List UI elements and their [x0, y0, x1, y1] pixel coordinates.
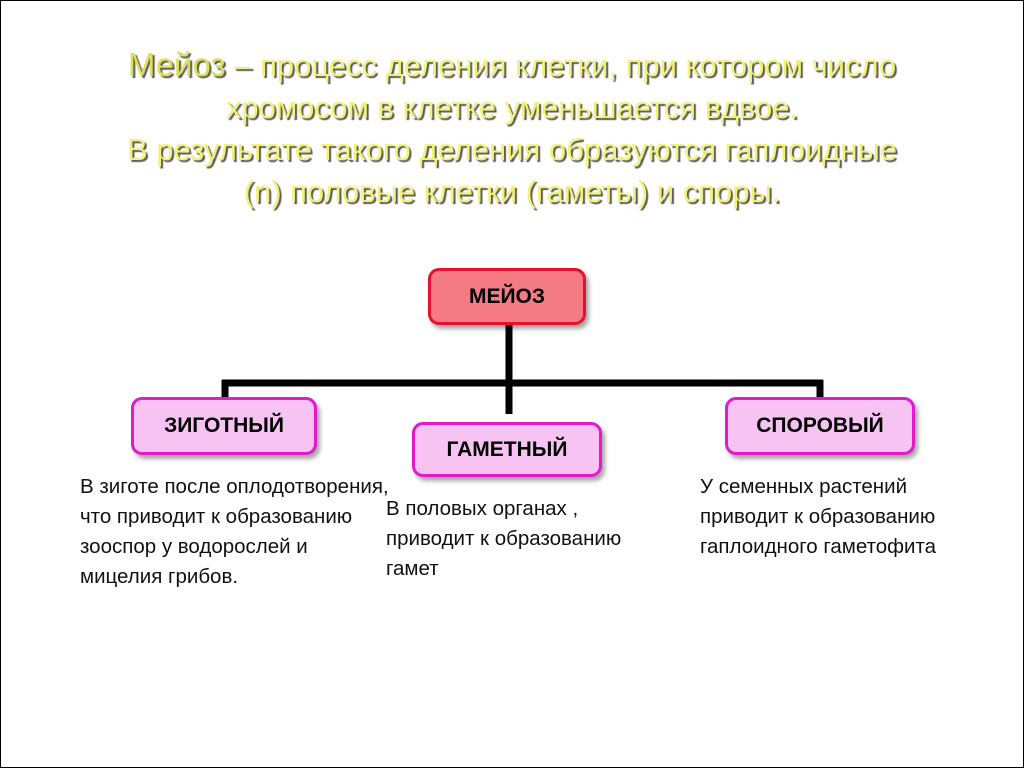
description-gametic: В половых органах , приводит к образован…: [386, 497, 622, 580]
title-line3: В результате такого деления образуются г…: [126, 132, 898, 167]
node-meiosis: МЕЙОЗ: [428, 268, 586, 325]
title-rest-line1: – процесс деления клетки, при котором чи…: [225, 48, 897, 83]
description-sporic: У семенных растений приводит к образован…: [700, 475, 937, 558]
slide-title: Мейоз – процесс деления клетки, при кото…: [40, 44, 984, 213]
node-gametic: ГАМЕТНЫЙ: [412, 422, 602, 477]
title-term: Мейоз: [127, 46, 226, 83]
node-zygotic: ЗИГОТНЫЙ: [131, 397, 317, 455]
title-line4: (n) половые клетки (гаметы) и споры.: [243, 174, 781, 209]
title-line2: хромосом в клетке уменьшается вдвое.: [225, 90, 799, 125]
description-zygotic: В зиготе после оплодотворения, что приво…: [80, 475, 389, 588]
node-sporic: СПОРОВЫЙ: [725, 397, 915, 455]
